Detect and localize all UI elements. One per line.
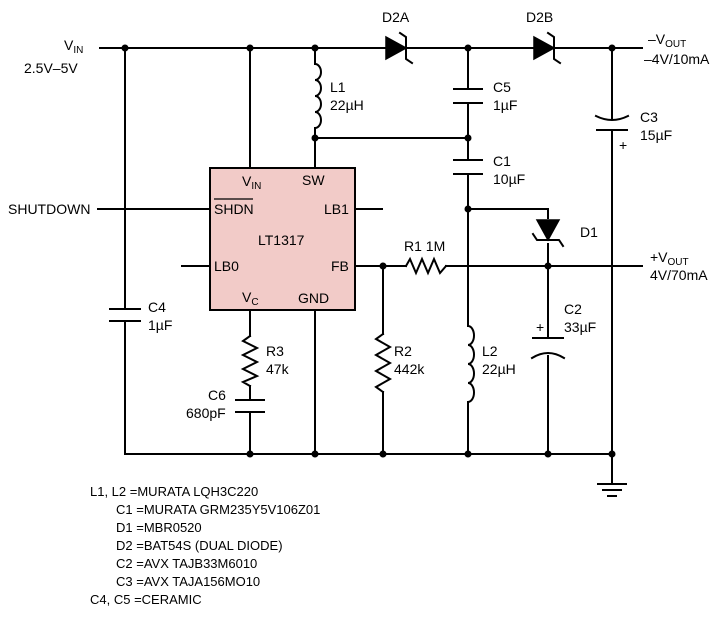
pin-lb1: LB1	[324, 201, 349, 217]
c2-value: 33µF	[564, 319, 596, 335]
shutdown-label: SHUTDOWN	[8, 201, 90, 217]
l1-value: 22µH	[330, 97, 364, 113]
pin-shdn: SHDN	[214, 201, 254, 217]
vin-label: VIN	[64, 37, 83, 56]
c1-label: C1	[493, 153, 511, 169]
note-line: L1, L2 =MURATA LQH3C220	[90, 484, 258, 499]
capacitor-c3	[594, 114, 630, 131]
pin-fb: FB	[331, 258, 349, 274]
c5-label: C5	[493, 79, 511, 95]
r1-label: R1 1M	[404, 238, 445, 254]
capacitor-c4	[109, 308, 141, 322]
note-line: C4, C5 =CERAMIC	[90, 592, 202, 607]
c4-value: 1µF	[148, 317, 172, 333]
note-line: D2 =BAT54S (DUAL DIODE)	[116, 538, 283, 553]
d1-label: D1	[580, 224, 598, 240]
c2-label: C2	[564, 301, 582, 317]
neg-out-label: –VOUT	[648, 31, 686, 50]
r2-label: R2	[394, 343, 412, 359]
neg-out-value: –4V/10mA	[644, 51, 710, 67]
d2b-label: D2B	[526, 9, 553, 25]
inductor-l1	[313, 62, 322, 130]
diode-d2b	[519, 31, 562, 65]
l1-label: L1	[330, 79, 346, 95]
c6-label: C6	[208, 387, 226, 403]
c3-label: C3	[640, 109, 658, 125]
r2-value: 442k	[394, 361, 425, 377]
diode-d1	[531, 219, 565, 248]
capacitor-c6	[235, 399, 265, 413]
note-line: C2 =AVX TAJB33M6010	[116, 556, 257, 571]
c5-value: 1µF	[493, 97, 517, 113]
pin-sw: SW	[302, 172, 325, 188]
c3-plus: +	[619, 137, 627, 153]
ground-icon	[597, 483, 627, 497]
note-line: C3 =AVX TAJA156MO10	[116, 574, 260, 589]
c1-value: 10µF	[493, 171, 525, 187]
junctions	[121, 44, 616, 458]
capacitor-c1	[453, 159, 483, 175]
ic-name: LT1317	[258, 232, 305, 248]
diode-d2a	[371, 31, 414, 65]
pos-out-value: 4V/70mA	[650, 267, 708, 283]
pin-lb0: LB0	[214, 258, 239, 274]
l2-value: 22µH	[482, 361, 516, 377]
note-line: D1 =MBR0520	[116, 520, 202, 535]
d2a-label: D2A	[382, 9, 410, 25]
l2-label: L2	[482, 343, 498, 359]
resistor-r2	[373, 332, 393, 394]
vin-range: 2.5V–5V	[24, 60, 78, 76]
c4-label: C4	[148, 299, 166, 315]
pin-vin: VIN	[242, 173, 261, 192]
r3-label: R3	[266, 343, 284, 359]
ic-body	[209, 167, 356, 311]
note-line: C1 =MURATA GRM235Y5V106Z01	[116, 502, 320, 517]
r3-value: 47k	[266, 361, 290, 377]
resistor-r1	[404, 256, 448, 276]
inductor-l2	[466, 324, 475, 404]
c3-value: 15µF	[640, 127, 672, 143]
pos-out-label: +VOUT	[650, 249, 689, 268]
pin-gnd: GND	[298, 290, 329, 306]
resistor-r3	[240, 334, 260, 388]
c2-plus: +	[536, 319, 544, 335]
capacitor-c5	[453, 88, 483, 104]
pin-vc: VC	[242, 289, 259, 308]
capacitor-c2	[530, 337, 566, 360]
component-notes: L1, L2 =MURATA LQH3C220 C1 =MURATA GRM23…	[90, 484, 320, 607]
c6-value: 680pF	[186, 405, 226, 421]
